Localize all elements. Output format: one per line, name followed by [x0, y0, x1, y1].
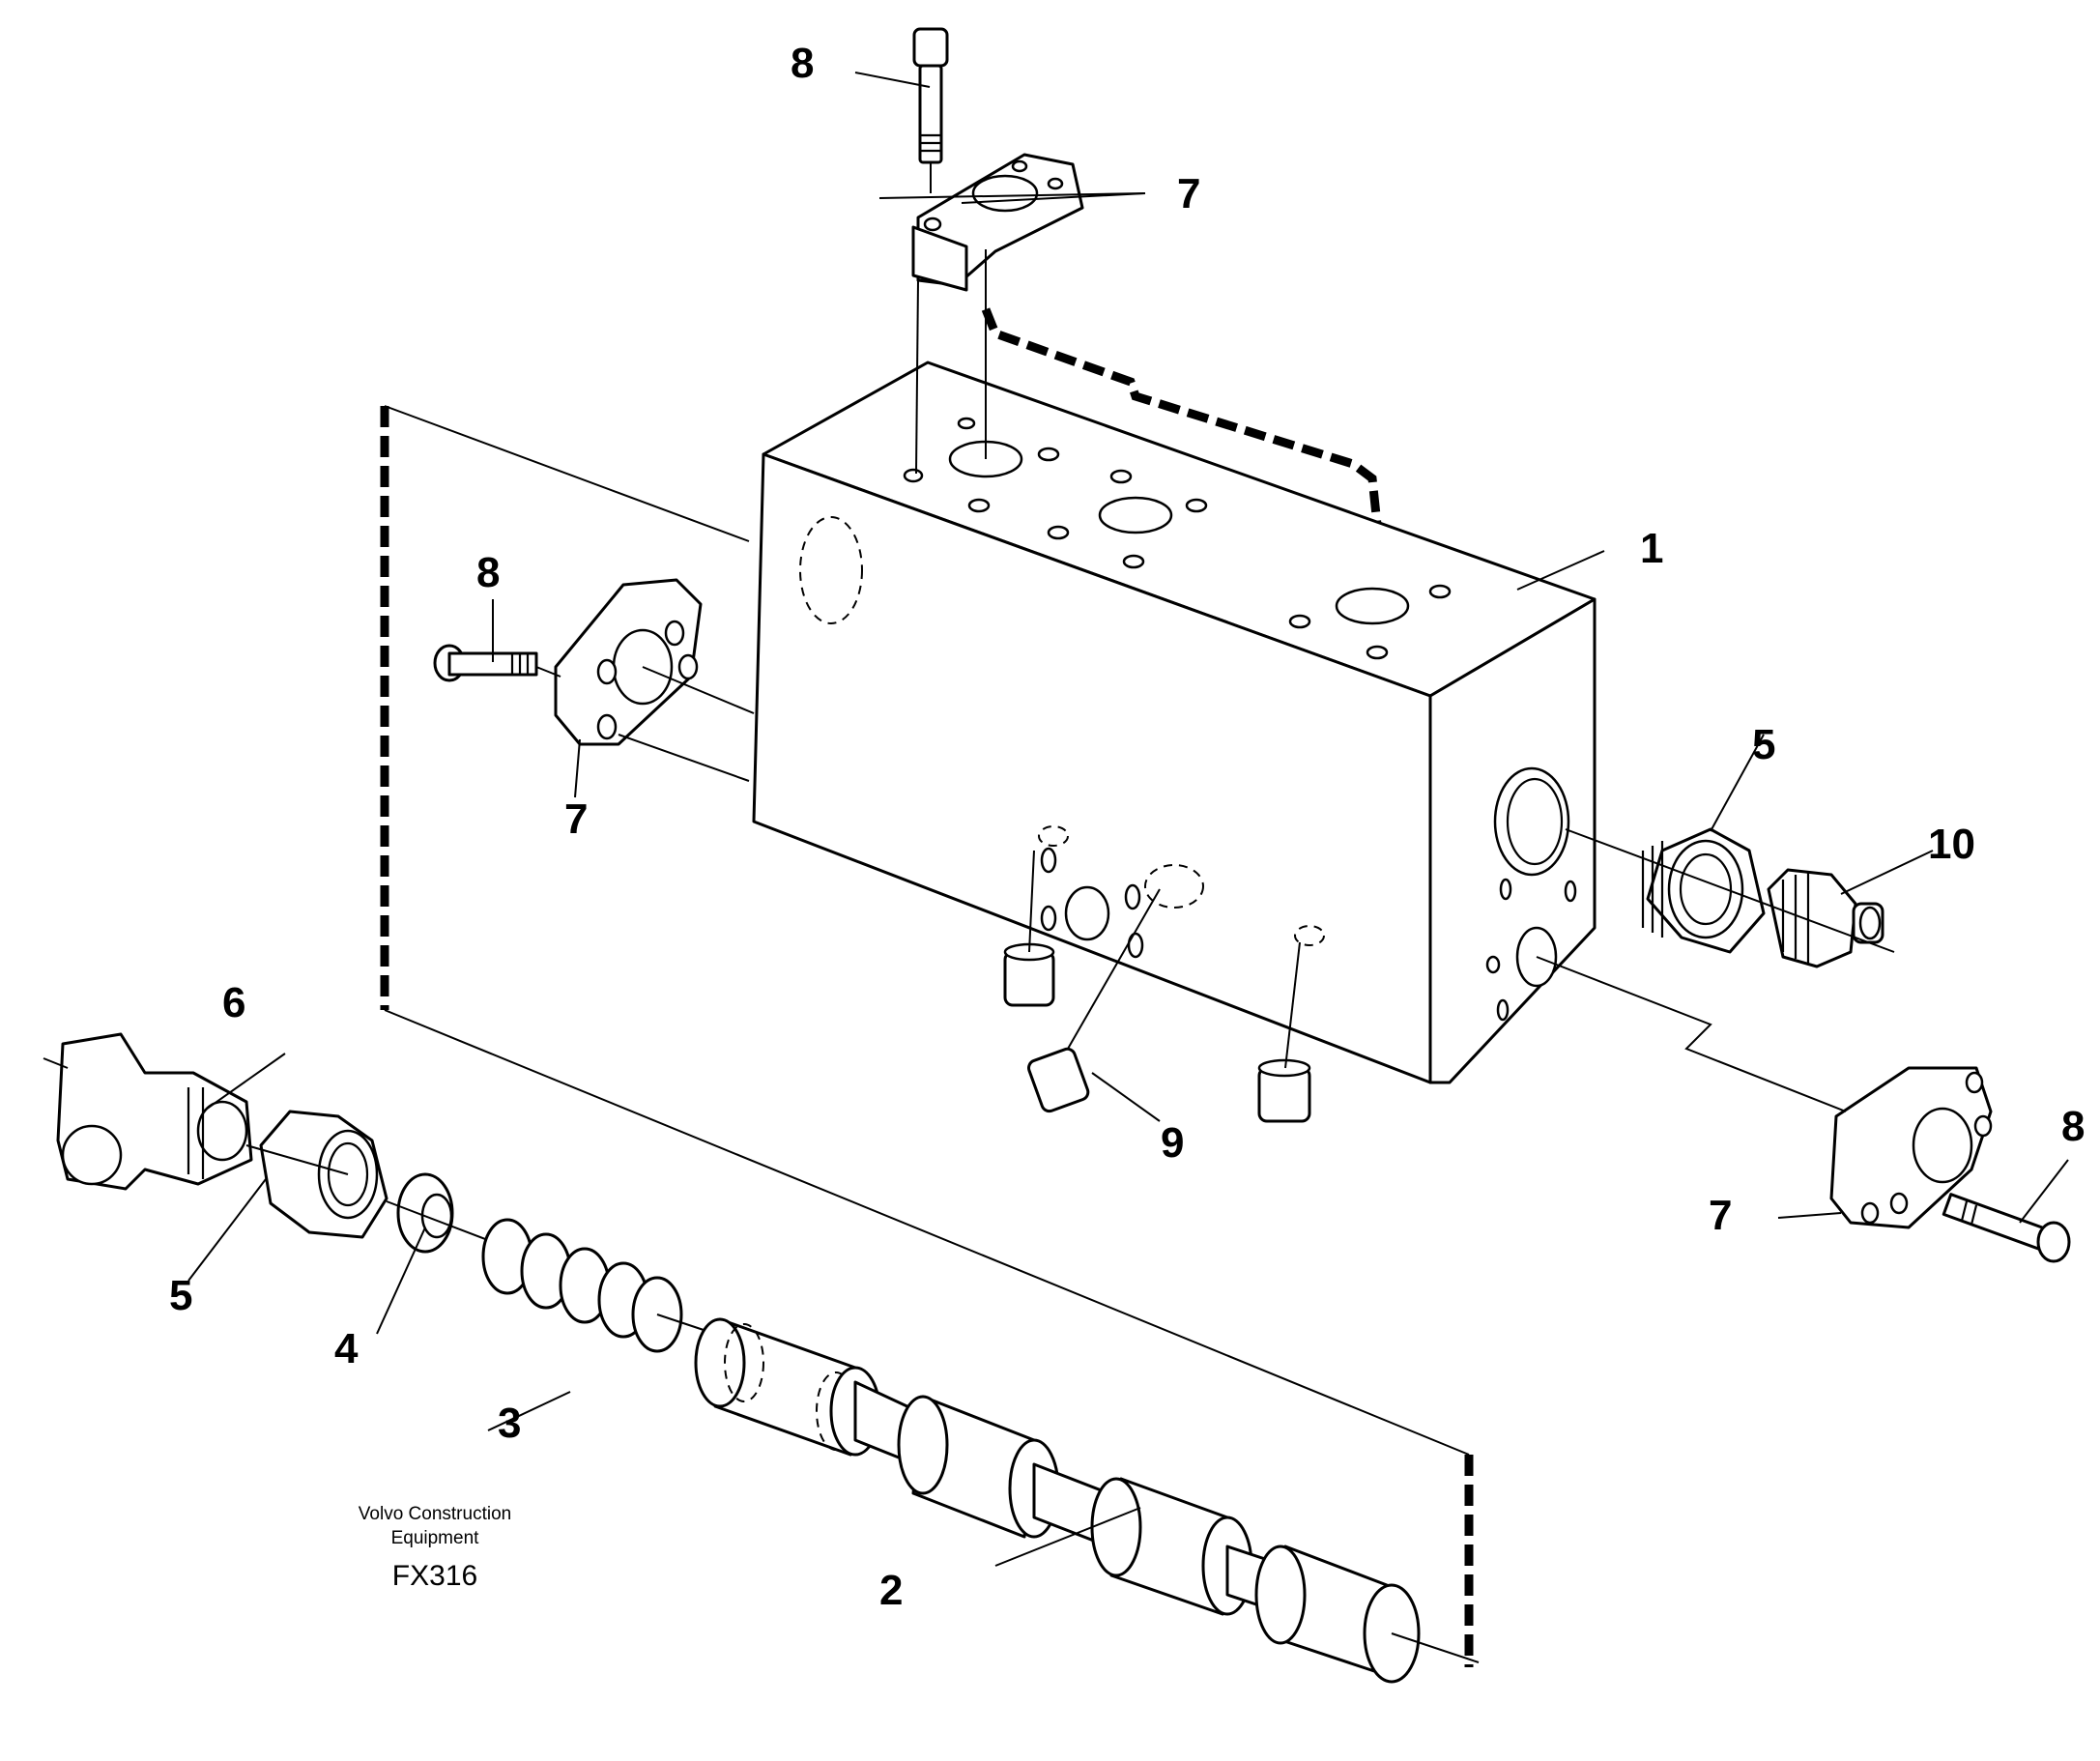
valve-block [752, 361, 1597, 1084]
washer-4 [386, 1172, 494, 1254]
credit-block: Volvo Construction Equipment FX316 [359, 1504, 511, 1592]
figure-code: FX316 [392, 1560, 477, 1592]
plug-right [1257, 941, 1311, 1123]
callout-8-top: 8 [791, 40, 814, 87]
top-bolt [912, 27, 949, 193]
credit-line-1: Volvo Construction [359, 1504, 511, 1524]
callout-3: 3 [498, 1400, 521, 1447]
fitting-10 [1565, 828, 1895, 968]
callout-5-right: 5 [1752, 721, 1775, 768]
spring-3 [481, 1218, 716, 1353]
callout-7-right: 7 [1709, 1192, 1732, 1239]
plug-center [1027, 888, 1161, 1113]
right-bolt [1942, 1193, 2071, 1263]
right-flange [1536, 956, 1993, 1229]
callout-5-left: 5 [169, 1272, 192, 1319]
callout-7-top: 7 [1177, 170, 1200, 217]
callout-2: 2 [879, 1567, 903, 1614]
callout-10: 10 [1928, 821, 1975, 868]
callout-1: 1 [1640, 525, 1663, 572]
flange-routing-line [981, 307, 1387, 571]
callouts: 1 2 3 4 5 5 6 7 7 7 8 8 8 9 10 [169, 40, 2085, 1614]
callout-7-left: 7 [564, 795, 588, 843]
callout-8-right: 8 [2061, 1103, 2085, 1150]
left-bolt [433, 644, 561, 682]
callout-8-left: 8 [476, 549, 500, 596]
plug-left [1003, 850, 1055, 1007]
spool-2 [694, 1317, 1480, 1684]
callout-6: 6 [222, 979, 245, 1026]
right-nipple-5 [1641, 827, 1766, 954]
callout-9: 9 [1161, 1119, 1184, 1167]
callout-4: 4 [334, 1325, 359, 1372]
spool-group-boundary [380, 405, 1474, 1667]
top-flange [911, 153, 1084, 475]
credit-line-2: Equipment [391, 1528, 480, 1548]
leader-lines [187, 72, 2069, 1567]
tee-fitting-6 [43, 1032, 253, 1191]
left-flange [554, 578, 755, 782]
nipple-5 [245, 1110, 388, 1239]
